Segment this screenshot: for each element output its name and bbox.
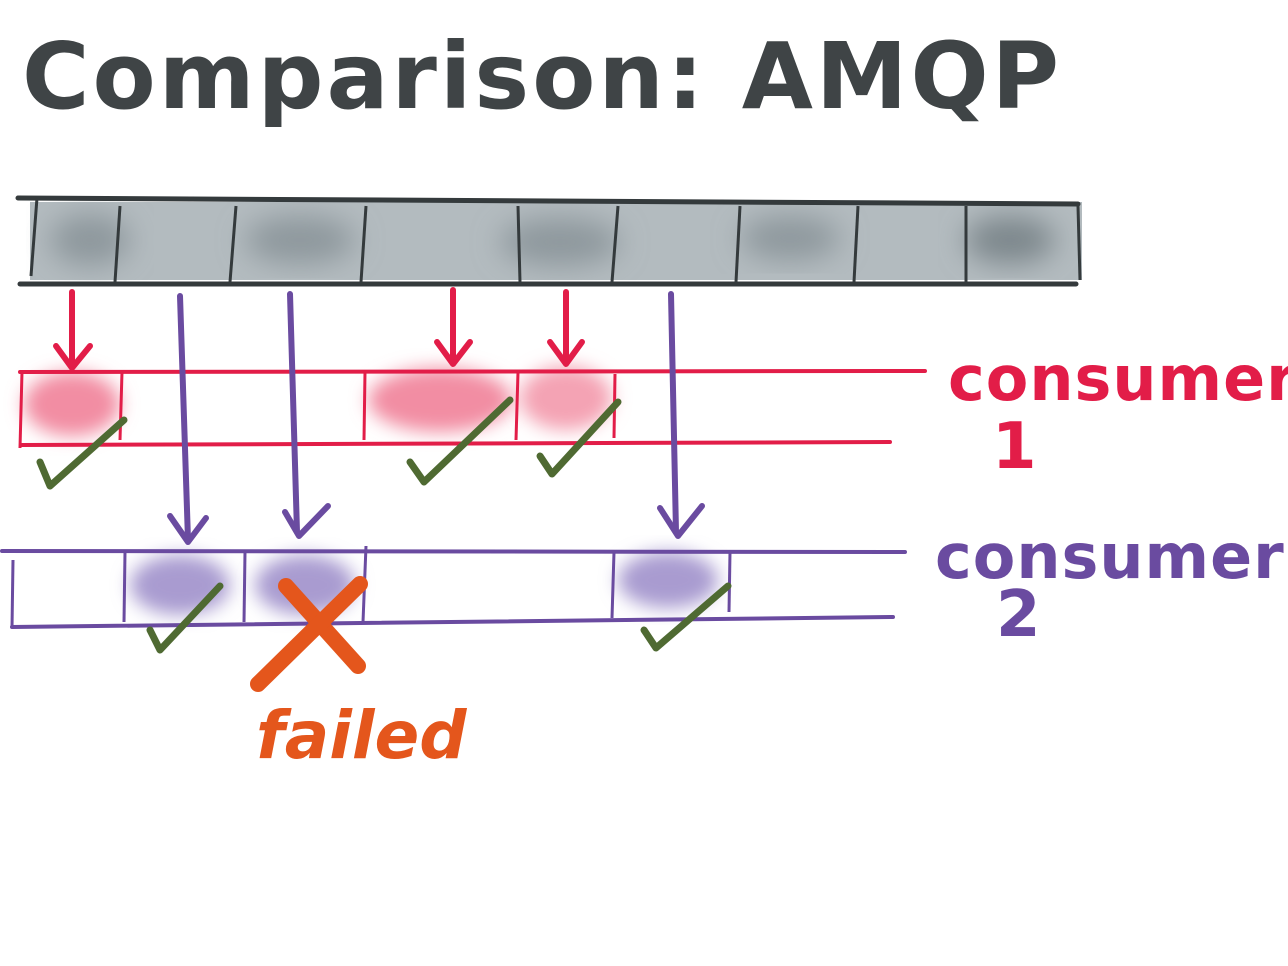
consumer1-arrow-2 [434,287,473,367]
consumer1-arrow-1 [53,289,93,371]
consumer2-lane [0,545,907,629]
page-title: Comparison: AMQP [22,23,1062,130]
checkmark-icon [640,582,732,652]
consumer2-label: consumer [935,520,1285,593]
checkmark-icon [146,582,224,654]
consumer2-number: 2 [996,578,1041,652]
checkmark-icon [536,398,622,478]
consumer2-arrow-2 [282,291,331,539]
consumer2-arrow-3 [657,291,705,539]
consumer1-label: consumer [948,342,1288,415]
checkmark-icon [406,396,514,486]
consumer1-arrow-3 [547,289,585,367]
consumer2-arrow-1 [167,293,209,545]
consumer1-number: 1 [992,410,1037,484]
consumer1-lane [18,366,927,449]
checkmark-icon [36,416,128,490]
failed-label: failed [256,697,467,774]
cross-icon [250,576,368,692]
message-log [15,195,1082,287]
